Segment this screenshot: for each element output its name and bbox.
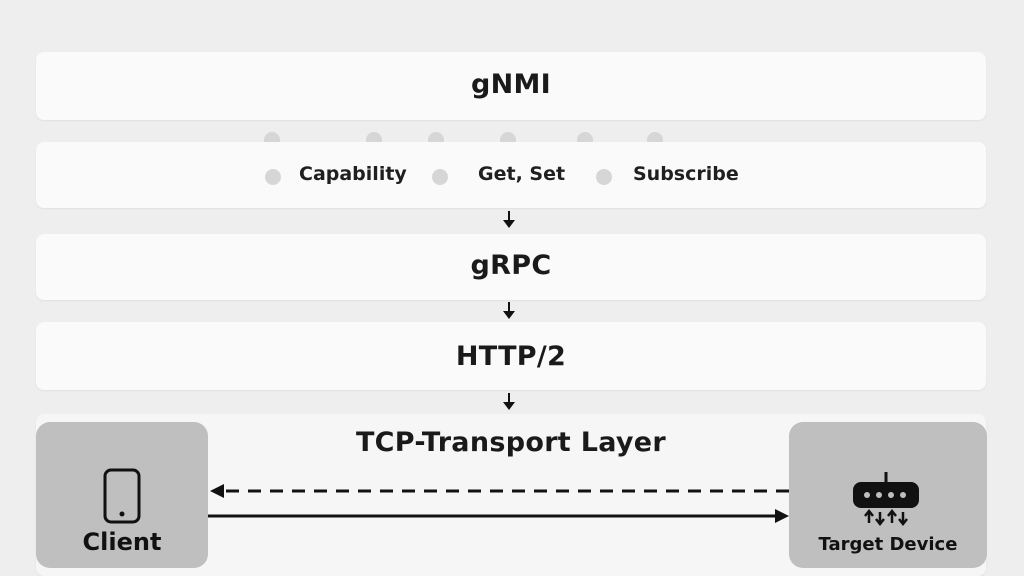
client-label: Client	[82, 528, 162, 556]
grpc-layer: gRPC	[36, 234, 986, 300]
tcp-layer-title: TCP-Transport Layer	[355, 427, 667, 458]
response-dashed-arrow	[210, 484, 789, 498]
network-switch-icon	[853, 472, 919, 527]
arrow-down-icon	[503, 211, 515, 231]
arrow-down-icon	[503, 393, 515, 413]
http2-layer-title: HTTP/2	[455, 341, 567, 372]
method-get-set: Get, Set	[478, 163, 566, 185]
request-solid-arrow	[208, 509, 789, 523]
method-capability: Capability	[299, 163, 407, 185]
gnmi-layer: gNMI	[36, 52, 986, 120]
arrow-down-icon	[503, 302, 515, 322]
bullet-dot	[265, 169, 281, 185]
mobile-phone-icon	[103, 468, 141, 524]
bullet-dot	[596, 169, 612, 185]
target-device-node: Target Device	[789, 422, 987, 568]
grpc-layer-title: gRPC	[470, 250, 552, 281]
bullet-dot	[432, 169, 448, 185]
target-device-label: Target Device	[818, 534, 958, 555]
http2-layer: HTTP/2	[36, 322, 986, 390]
gnmi-methods-layer	[36, 142, 986, 208]
gnmi-layer-title: gNMI	[470, 69, 552, 100]
method-subscribe: Subscribe	[633, 163, 739, 185]
client-node: Client	[36, 422, 208, 568]
